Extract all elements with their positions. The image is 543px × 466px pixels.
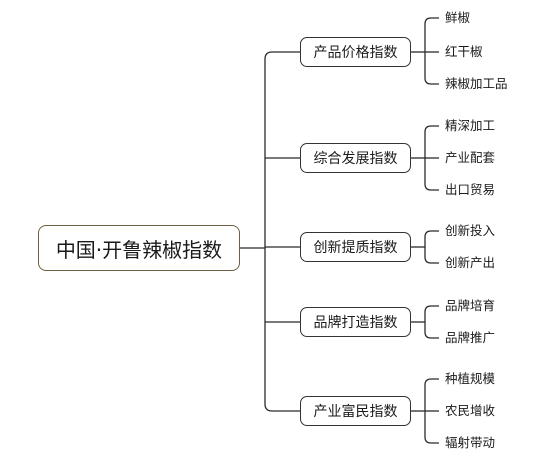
connector-line — [424, 305, 439, 313]
branch-node-brand: 品牌打造指数 — [300, 307, 411, 337]
connector-line — [264, 403, 300, 412]
branch-node-prosperity: 产业富民指数 — [300, 396, 411, 426]
leaf-node: 品牌培育 — [445, 298, 496, 313]
leaf-node: 出口贸易 — [445, 182, 496, 197]
leaf-node: 精深加工 — [445, 118, 496, 133]
connector-line — [424, 17, 439, 25]
connector-line — [424, 77, 439, 85]
leaf-node: 农民增收 — [445, 403, 496, 418]
leaf-node: 红干椒 — [445, 44, 483, 59]
branch-node-price: 产品价格指数 — [300, 37, 411, 67]
connector-line — [424, 331, 439, 339]
leaf-node: 辣椒加工品 — [445, 76, 508, 91]
branch-node-development: 综合发展指数 — [300, 143, 411, 173]
leaf-node: 种植规模 — [445, 371, 496, 386]
leaf-node: 产业配套 — [445, 150, 496, 165]
leaf-node: 创新产出 — [445, 255, 496, 270]
connector-line — [424, 378, 439, 386]
connector-line — [424, 230, 439, 238]
connector-line — [264, 51, 300, 60]
leaf-node: 辐射带动 — [445, 435, 496, 450]
root-node: 中国·开鲁辣椒指数 — [38, 225, 240, 271]
leaf-node: 创新投入 — [445, 223, 496, 238]
connector-line — [424, 183, 439, 191]
leaf-node: 品牌推广 — [445, 330, 496, 345]
branch-node-innovation: 创新提质指数 — [300, 232, 411, 262]
connector-line — [424, 436, 439, 444]
leaf-node: 鲜椒 — [445, 10, 471, 25]
connector-line — [424, 256, 439, 264]
connector-line — [424, 125, 439, 133]
